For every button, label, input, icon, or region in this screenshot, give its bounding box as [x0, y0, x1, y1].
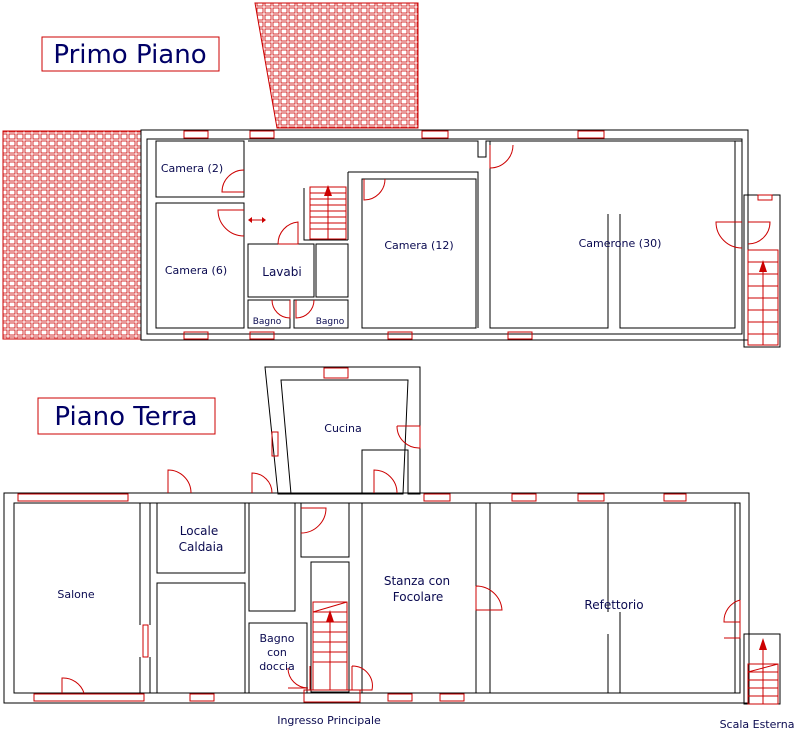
label-ingresso: Ingresso Principale	[277, 714, 381, 727]
label-camera-2: Camera (2)	[161, 162, 223, 175]
label-lavabi: Lavabi	[262, 265, 301, 279]
label-camerone-30: Camerone (30)	[579, 237, 662, 250]
label-bagno-1: Bagno	[253, 317, 282, 327]
first-floor-title-box	[41, 36, 220, 72]
stair-first-floor	[309, 185, 347, 240]
label-cucina: Cucina	[324, 422, 361, 435]
label-refettorio: Refettorio	[584, 598, 643, 612]
label-focolare: Focolare	[393, 590, 444, 604]
ground-floor: Piano Terra	[3, 366, 795, 731]
room-camera-12	[361, 178, 477, 329]
windows-ground-floor	[17, 367, 687, 702]
label-locale: Locale	[180, 524, 218, 538]
label-camera-12: Camera (12)	[384, 239, 453, 252]
doors-ground-floor	[61, 425, 741, 703]
windows-first-floor	[183, 130, 773, 340]
label-caldaia: Caldaia	[179, 540, 224, 554]
first-floor: Primo Piano	[2, 2, 781, 348]
label-bagno-doccia-1: Bagno	[260, 632, 295, 645]
label-stanza-con: Stanza con	[384, 574, 450, 588]
label-bagno-doccia-3: doccia	[259, 660, 295, 673]
external-stair-first	[743, 194, 781, 348]
room-bagno-2	[293, 299, 349, 329]
external-stair-ground	[743, 633, 781, 705]
room-bagno-doccia	[248, 622, 308, 694]
room-camera-2	[155, 140, 245, 198]
label-bagno-2: Bagno	[316, 317, 345, 327]
room-camera-6	[155, 202, 245, 329]
room-locale-caldaia	[156, 502, 246, 574]
label-salone: Salone	[57, 588, 94, 601]
label-camera-6: Camera (6)	[165, 264, 227, 277]
doors-first-floor	[217, 144, 771, 319]
label-scala-esterna: Scala Esterna	[720, 718, 795, 731]
stair-ground-floor	[310, 561, 350, 693]
first-floor-title: Primo Piano	[53, 40, 206, 70]
roof-tiles-top	[254, 2, 419, 129]
ground-floor-title: Piano Terra	[54, 402, 197, 432]
ground-floor-title-box	[37, 397, 216, 435]
label-bagno-doccia-2: con	[267, 646, 287, 659]
roof-tiles-left	[2, 130, 142, 340]
